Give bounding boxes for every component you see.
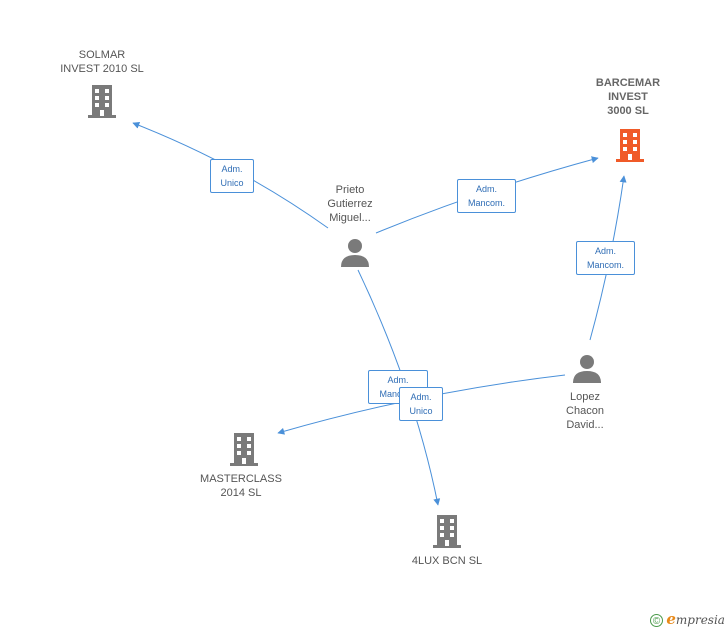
copyright-icon: © bbox=[650, 614, 663, 628]
edge-label-line: Adm. bbox=[594, 246, 616, 256]
edge-label-line: Adm. bbox=[221, 164, 243, 174]
label-line: 3000 SL bbox=[607, 105, 649, 117]
building-icon[interactable] bbox=[431, 514, 463, 548]
label-line: Gutierrez bbox=[327, 198, 373, 210]
building-icon[interactable] bbox=[614, 128, 646, 162]
edge-label-line: Unico bbox=[220, 178, 244, 188]
brand-initial: e bbox=[666, 610, 676, 628]
company-label-solmar[interactable]: SOLMAR INVEST 2010 SL bbox=[42, 48, 162, 76]
edge-label-line: Adm. bbox=[475, 184, 497, 194]
edge-label-lopez-barcemar[interactable]: Adm. Mancom. bbox=[576, 241, 635, 275]
label-line: David... bbox=[566, 419, 604, 431]
company-label-masterclass[interactable]: MASTERCLASS 2014 SL bbox=[186, 472, 296, 500]
label-line: INVEST bbox=[608, 91, 648, 103]
edge-label-line: Mancom. bbox=[467, 198, 505, 208]
edge-label-prieto-barcemar[interactable]: Adm. Mancom. bbox=[457, 179, 516, 213]
label-line: INVEST 2010 SL bbox=[60, 63, 144, 75]
edge-label-line: Adm. bbox=[387, 375, 409, 385]
label-line: SOLMAR bbox=[78, 49, 126, 61]
edge-label-prieto-solmar[interactable]: Adm. Unico bbox=[210, 159, 254, 193]
label-line: Lopez bbox=[570, 391, 600, 403]
person-label-lopez[interactable]: Lopez Chacon David... bbox=[540, 390, 630, 432]
edge-label-line: Adm. bbox=[410, 392, 432, 402]
label-line: Miguel... bbox=[329, 212, 371, 224]
edge-label-lopez-masterclass[interactable]: Adm. Unico bbox=[399, 387, 443, 421]
edge-label-line: Unico bbox=[409, 406, 433, 416]
label-line: Prieto bbox=[335, 184, 365, 196]
company-label-4lux[interactable]: 4LUX BCN SL bbox=[392, 554, 502, 568]
label-line: 4LUX BCN SL bbox=[411, 555, 483, 567]
brand-logo[interactable]: empresia bbox=[666, 610, 725, 628]
label-line: BARCEMAR bbox=[595, 77, 661, 89]
company-label-barcemar[interactable]: BARCEMAR INVEST 3000 SL bbox=[578, 76, 678, 118]
edge-label-line: Mancom. bbox=[379, 389, 417, 399]
person-icon[interactable] bbox=[572, 354, 602, 384]
label-line: MASTERCLASS bbox=[200, 473, 282, 485]
building-icon[interactable] bbox=[86, 84, 118, 118]
person-label-prieto[interactable]: Prieto Gutierrez Miguel... bbox=[305, 183, 395, 225]
person-icon[interactable] bbox=[340, 238, 370, 268]
edge-label-line: Mancom. bbox=[586, 260, 624, 270]
brand-text: mpresia bbox=[675, 613, 725, 627]
label-line: Chacon bbox=[566, 405, 604, 417]
building-icon[interactable] bbox=[228, 432, 260, 466]
label-line: 2014 SL bbox=[220, 487, 262, 499]
copyright-notice: © empresia bbox=[650, 610, 725, 628]
